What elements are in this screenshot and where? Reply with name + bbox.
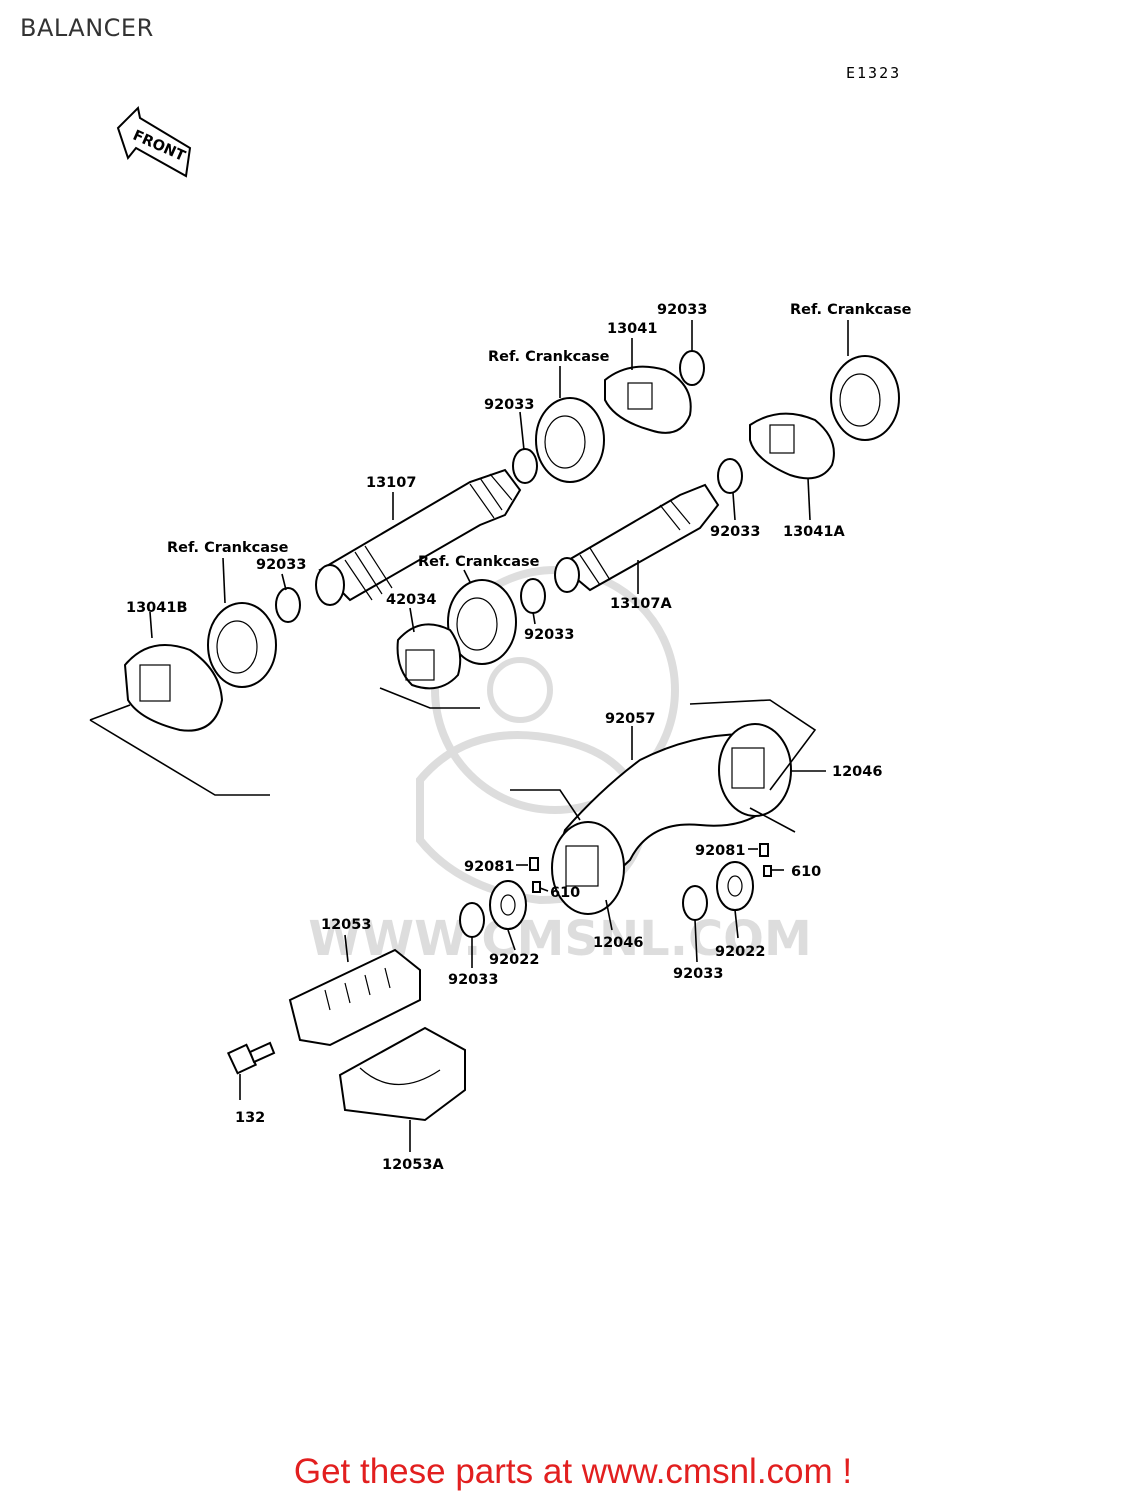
balancer-shaft-13107A — [554, 483, 720, 593]
label-part-92033: 92033 — [256, 557, 306, 573]
balancer-shaft-13107 — [315, 468, 522, 606]
label-part-13041A: 13041A — [783, 524, 845, 540]
footer-link[interactable]: www.cmsnl.com — [581, 1452, 833, 1491]
label-ref-crankcase: Ref. Crankcase — [167, 540, 289, 556]
washer-92022-parts — [489, 861, 754, 930]
bearing-top-right — [830, 355, 900, 441]
label-ref-crankcase: Ref. Crankcase — [418, 554, 540, 570]
label-part-92033: 92033 — [657, 302, 707, 318]
label-part-12046: 12046 — [832, 764, 882, 780]
bearing-left — [207, 602, 277, 688]
label-part-42034: 42034 — [386, 592, 436, 608]
label-part-92081: 92081 — [695, 843, 745, 859]
label-part-610: 610 — [791, 864, 821, 880]
label-part-12053A: 12053A — [382, 1157, 444, 1173]
label-part-13107: 13107 — [366, 475, 416, 491]
bearing-mid — [447, 579, 517, 665]
footer-text: Get these parts at — [293, 1452, 582, 1491]
label-part-92033: 92033 — [710, 524, 760, 540]
balancer-weight-13041A — [749, 412, 835, 480]
label-part-92022: 92022 — [489, 952, 539, 968]
page-title: BALANCER — [20, 14, 154, 42]
label-part-92033: 92033 — [673, 966, 723, 982]
balancer-weight-13041B — [123, 644, 224, 732]
sprocket-12046-lower — [551, 821, 625, 915]
label-part-610: 610 — [550, 885, 580, 901]
label-ref-crankcase: Ref. Crankcase — [488, 349, 610, 365]
footer-suffix: ! — [832, 1452, 853, 1491]
label-part-12053: 12053 — [321, 917, 371, 933]
label-part-92033: 92033 — [484, 397, 534, 413]
label-part-92022: 92022 — [715, 944, 765, 960]
footer-banner: Get these parts at www.cmsnl.com ! — [0, 1452, 1146, 1492]
label-part-92057: 92057 — [605, 711, 655, 727]
chain-guide-12053A — [338, 1026, 466, 1122]
chain-guide-12053 — [288, 948, 421, 1047]
bolt-132 — [226, 1041, 276, 1075]
label-part-12046: 12046 — [593, 935, 643, 951]
label-part-13041: 13041 — [607, 321, 657, 337]
label-part-92033: 92033 — [448, 972, 498, 988]
label-part-132: 132 — [235, 1110, 265, 1126]
diagram-code: E1323 — [846, 64, 902, 82]
front-arrow-icon: FRONT — [116, 105, 192, 178]
balancer-weight-13041 — [604, 365, 692, 434]
label-part-13107A: 13107A — [610, 596, 672, 612]
leader-lines — [89, 320, 849, 1152]
sprocket-12046-upper — [718, 723, 792, 817]
key-pins — [529, 843, 772, 893]
sprocket-42034 — [396, 623, 462, 690]
label-ref-crankcase: Ref. Crankcase — [790, 302, 912, 318]
label-part-92033: 92033 — [524, 627, 574, 643]
label-part-13041B: 13041B — [126, 600, 188, 616]
label-part-92081: 92081 — [464, 859, 514, 875]
bearing-upper — [535, 397, 605, 483]
